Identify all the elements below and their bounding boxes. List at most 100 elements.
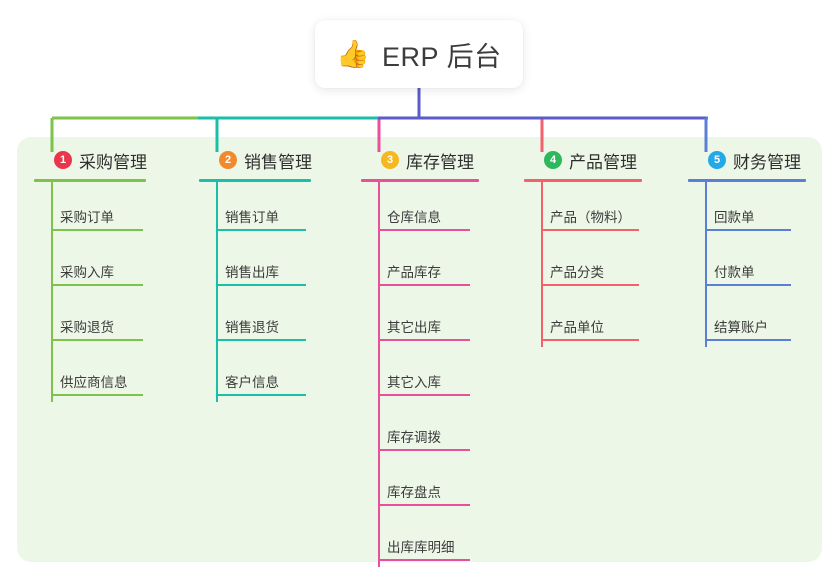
branch-item[interactable]: 供应商信息	[34, 347, 147, 402]
branch-spine	[51, 182, 53, 402]
branch-item[interactable]: 产品分类	[524, 237, 642, 292]
branch-item-underline	[378, 339, 470, 341]
branch-item[interactable]: 产品单位	[524, 292, 642, 347]
branch-item-underline	[51, 339, 143, 341]
branch-title: 财务管理	[733, 152, 801, 172]
branch-item-label: 采购退货	[60, 320, 114, 335]
branch-item-underline	[378, 504, 470, 506]
branch-spine	[378, 182, 380, 567]
thumbs-up-icon: 👍	[336, 38, 371, 69]
branch-header-2[interactable]: 2 销售管理	[199, 147, 312, 173]
branch-item-label: 回款单	[714, 210, 755, 225]
branch-item-list: 销售订单销售出库销售退货客户信息	[199, 182, 312, 402]
branch-item-label: 销售出库	[225, 265, 279, 280]
branch-underline	[199, 179, 311, 182]
branch-item-underline	[216, 394, 306, 396]
branch-number-badge: 4	[544, 151, 562, 169]
branch-column-3: 3 库存管理仓库信息产品库存其它出库其它入库库存调拨库存盘点出库库明细	[361, 147, 479, 567]
branch-item-label: 仓库信息	[387, 210, 441, 225]
branch-item-label: 采购订单	[60, 210, 114, 225]
branch-item[interactable]: 产品库存	[361, 237, 479, 292]
branch-number-badge: 1	[54, 151, 72, 169]
branch-item-underline	[216, 284, 306, 286]
branch-item-label: 客户信息	[225, 375, 279, 390]
branch-item-list: 采购订单采购入库采购退货供应商信息	[34, 182, 147, 402]
branch-item-list: 仓库信息产品库存其它出库其它入库库存调拨库存盘点出库库明细	[361, 182, 479, 567]
branch-underline	[361, 179, 479, 182]
branch-item-underline	[378, 449, 470, 451]
branch-item[interactable]: 回款单	[688, 182, 806, 237]
branch-item-label: 产品分类	[550, 265, 604, 280]
branch-underline	[524, 179, 642, 182]
page-title: ERP 后台	[382, 41, 502, 72]
branch-title: 采购管理	[79, 152, 147, 172]
branch-item-underline	[51, 229, 143, 231]
branch-item-underline	[541, 229, 639, 231]
branch-item-underline	[705, 229, 791, 231]
branch-title: 库存管理	[406, 152, 474, 172]
branch-spine	[541, 182, 543, 347]
branch-item-label: 付款单	[714, 265, 755, 280]
branch-header-3[interactable]: 3 库存管理	[361, 147, 479, 173]
branch-item-underline	[51, 284, 143, 286]
branch-item-label: 库存调拨	[387, 430, 441, 445]
branch-column-4: 4 产品管理产品（物料） 产品分类产品单位	[524, 147, 642, 347]
branch-item-underline	[378, 559, 470, 561]
branch-header-1[interactable]: 1 采购管理	[34, 147, 147, 173]
branch-item-label: 销售退货	[225, 320, 279, 335]
branch-header-4[interactable]: 4 产品管理	[524, 147, 642, 173]
branch-title: 销售管理	[244, 152, 312, 172]
branch-column-1: 1 采购管理采购订单采购入库采购退货供应商信息	[34, 147, 147, 402]
branch-title: 产品管理	[569, 152, 637, 172]
branch-item-underline	[541, 339, 639, 341]
branch-item[interactable]: 结算账户	[688, 292, 806, 347]
branch-item-label: 产品（物料）	[550, 210, 631, 225]
branch-underline	[34, 179, 146, 182]
branch-item-underline	[216, 339, 306, 341]
branch-item[interactable]: 付款单	[688, 237, 806, 292]
branch-item-label: 其它出库	[387, 320, 441, 335]
branch-item-list: 回款单付款单结算账户	[688, 182, 806, 347]
branch-item[interactable]: 库存调拨	[361, 402, 479, 457]
branch-item-underline	[378, 394, 470, 396]
branch-item-underline	[51, 394, 143, 396]
branch-item-underline	[541, 284, 639, 286]
branch-item-label: 销售订单	[225, 210, 279, 225]
branch-item-label: 其它入库	[387, 375, 441, 390]
branch-item-label: 产品单位	[550, 320, 604, 335]
branch-item[interactable]: 销售订单	[199, 182, 312, 237]
branch-item[interactable]: 采购退货	[34, 292, 147, 347]
branch-item[interactable]: 销售退货	[199, 292, 312, 347]
branch-number-badge: 2	[219, 151, 237, 169]
branch-item-label: 供应商信息	[60, 375, 128, 390]
branch-spine	[216, 182, 218, 402]
branch-item-underline	[378, 229, 470, 231]
branch-item[interactable]: 仓库信息	[361, 182, 479, 237]
branch-item[interactable]: 产品（物料）	[524, 182, 642, 237]
branch-item-label: 库存盘点	[387, 485, 441, 500]
branch-item[interactable]: 采购入库	[34, 237, 147, 292]
branch-item-underline	[216, 229, 306, 231]
branch-item[interactable]: 出库库明细	[361, 512, 479, 567]
root-node[interactable]: 👍 ERP 后台	[315, 20, 523, 88]
branch-item[interactable]: 库存盘点	[361, 457, 479, 512]
branch-item[interactable]: 其它出库	[361, 292, 479, 347]
branch-column-5: 5 财务管理回款单付款单结算账户	[688, 147, 806, 347]
branch-item[interactable]: 客户信息	[199, 347, 312, 402]
branch-item-underline	[705, 339, 791, 341]
branch-number-badge: 5	[708, 151, 726, 169]
branch-item-label: 产品库存	[387, 265, 441, 280]
branch-item-list: 产品（物料） 产品分类产品单位	[524, 182, 642, 347]
branch-item-underline	[705, 284, 791, 286]
branch-item[interactable]: 其它入库	[361, 347, 479, 402]
branch-underline	[688, 179, 806, 182]
branch-number-badge: 3	[381, 151, 399, 169]
branch-spine	[705, 182, 707, 347]
branch-item[interactable]: 采购订单	[34, 182, 147, 237]
branch-item[interactable]: 销售出库	[199, 237, 312, 292]
branch-column-2: 2 销售管理销售订单销售出库销售退货客户信息	[199, 147, 312, 402]
branch-item-label: 采购入库	[60, 265, 114, 280]
branch-header-5[interactable]: 5 财务管理	[688, 147, 806, 173]
branches-panel	[17, 137, 822, 562]
